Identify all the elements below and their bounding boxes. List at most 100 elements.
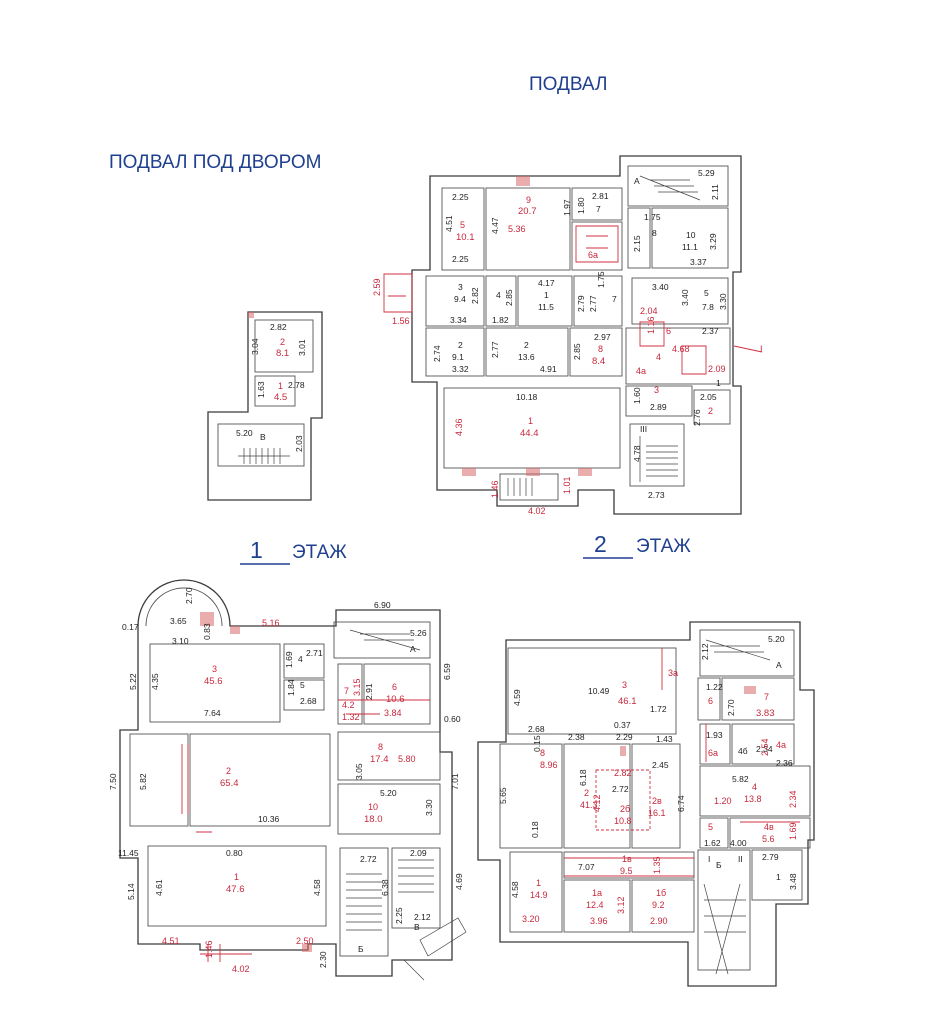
room-area: 3.83 bbox=[756, 708, 775, 719]
room-area: 47.6 bbox=[226, 884, 245, 895]
room-area: 16.1 bbox=[648, 808, 666, 818]
dim: 2.50 bbox=[296, 936, 314, 946]
dim: 2.74 bbox=[432, 345, 442, 362]
room-number: 6 bbox=[392, 682, 397, 692]
dim: 6.74 bbox=[676, 795, 686, 812]
dim: 2.77 bbox=[490, 341, 500, 358]
room-number: 6 bbox=[708, 696, 713, 706]
room-number: 2 bbox=[524, 340, 529, 350]
dim: 4.68 bbox=[672, 344, 690, 354]
room-number: 2 bbox=[280, 337, 285, 347]
dim: 2.89 bbox=[650, 402, 667, 412]
room-number: 2в bbox=[652, 796, 662, 806]
dim: 2.71 bbox=[306, 648, 323, 658]
room-number: 7 bbox=[612, 294, 617, 304]
dim: 2.79 bbox=[576, 295, 586, 312]
dim: 2.29 bbox=[616, 732, 633, 742]
stair-label: I bbox=[708, 854, 710, 864]
dim: 2.30 bbox=[318, 951, 328, 968]
room-area: 20.7 bbox=[518, 206, 537, 217]
dim: 2.77 bbox=[588, 295, 598, 312]
room-area: 11.1 bbox=[682, 242, 698, 252]
dim: 2.70 bbox=[184, 587, 194, 604]
dim: 2.85 bbox=[572, 343, 582, 360]
dim: 5.82 bbox=[138, 773, 148, 790]
dim: 2.25 bbox=[452, 192, 469, 202]
dim: 2.91 bbox=[364, 683, 374, 700]
room-number: 8 bbox=[598, 344, 603, 354]
dim: 4.17 bbox=[538, 278, 555, 288]
stair-label: Б bbox=[358, 944, 364, 954]
dim: 1.16 bbox=[646, 316, 656, 334]
room-number: 6а bbox=[708, 748, 718, 758]
dim: 4.51 bbox=[444, 215, 454, 232]
room-number: 7 bbox=[344, 686, 349, 696]
dim: 2.90 bbox=[650, 916, 668, 926]
dim: 3.84 bbox=[384, 708, 402, 718]
room-number: 7 bbox=[764, 692, 769, 702]
heading-basement: ПОДВАЛ bbox=[529, 74, 608, 95]
room-number: 3 bbox=[622, 680, 627, 690]
dim: 4.51 bbox=[162, 936, 180, 946]
dim: 0.17 bbox=[122, 622, 139, 632]
dim: 2.82 bbox=[470, 287, 480, 304]
dim: 6.38 bbox=[380, 879, 390, 896]
dim: 3.10 bbox=[172, 636, 189, 646]
room-number: 2 bbox=[708, 406, 713, 416]
room-number: 9 bbox=[526, 195, 531, 205]
room-area: 44.4 bbox=[520, 428, 539, 439]
stair-label: III bbox=[640, 424, 647, 434]
dim: 4.58 bbox=[312, 879, 322, 896]
dim: 5.22 bbox=[128, 673, 138, 690]
room-number: 5 bbox=[704, 288, 709, 298]
dim: 4.59 bbox=[512, 689, 522, 706]
room-area: 13.8 bbox=[744, 794, 762, 804]
room-number: 8 bbox=[378, 742, 383, 752]
room-area: 10.6 bbox=[386, 694, 405, 705]
room-number: 1б bbox=[656, 888, 666, 898]
dim: 1.80 bbox=[576, 197, 586, 214]
room-area: 13.6 bbox=[518, 352, 535, 362]
dim: 2.81 bbox=[592, 191, 609, 201]
dim: 2.72 bbox=[360, 854, 377, 864]
room-area: 8.4 bbox=[592, 356, 605, 367]
dim: 2.70 bbox=[726, 699, 736, 716]
dim: 1.93 bbox=[706, 730, 723, 740]
dim: 1.35 bbox=[652, 856, 662, 874]
dim: 1.69 bbox=[284, 651, 294, 668]
room-number: 1 bbox=[278, 381, 283, 391]
dim: 5.36 bbox=[508, 224, 526, 234]
dim: 3.65 bbox=[170, 616, 187, 626]
room-number: 8 bbox=[540, 748, 545, 758]
dim: 2.34 bbox=[788, 790, 798, 808]
dim: 4.61 bbox=[154, 879, 164, 896]
room-number: 8 bbox=[652, 228, 657, 238]
dim: 2.36 bbox=[776, 758, 793, 768]
dim: 0.83 bbox=[202, 623, 212, 640]
dim: 1.72 bbox=[650, 704, 667, 714]
dim: 2.78 bbox=[288, 380, 305, 390]
room-number: 4 bbox=[496, 290, 501, 300]
dim: 1.46 bbox=[490, 480, 500, 498]
block-label: А bbox=[776, 660, 782, 670]
room-number: 7 bbox=[596, 204, 601, 214]
room-area: 4.2 bbox=[342, 700, 355, 710]
room-area: 5.6 bbox=[762, 834, 775, 844]
dim: 1.32 bbox=[342, 712, 360, 722]
dim: 0.15 bbox=[532, 735, 542, 752]
dim: 2.68 bbox=[528, 724, 545, 734]
room-number: 4 bbox=[752, 782, 757, 792]
dim: 2.09 bbox=[708, 364, 726, 374]
room-area: 10.1 bbox=[456, 232, 475, 243]
dim: 3.30 bbox=[424, 799, 434, 816]
dim: 2.34 bbox=[756, 744, 773, 754]
dim: 3.20 bbox=[522, 914, 540, 924]
dim: 6.90 bbox=[374, 600, 391, 610]
dim: 3.30 bbox=[718, 293, 728, 310]
dim: 3.15 bbox=[352, 678, 362, 696]
dim: 1.46 bbox=[204, 940, 214, 958]
dim: 1.01 bbox=[562, 476, 572, 494]
dim: 4.35 bbox=[150, 673, 160, 690]
dim: 4.78 bbox=[632, 445, 642, 462]
